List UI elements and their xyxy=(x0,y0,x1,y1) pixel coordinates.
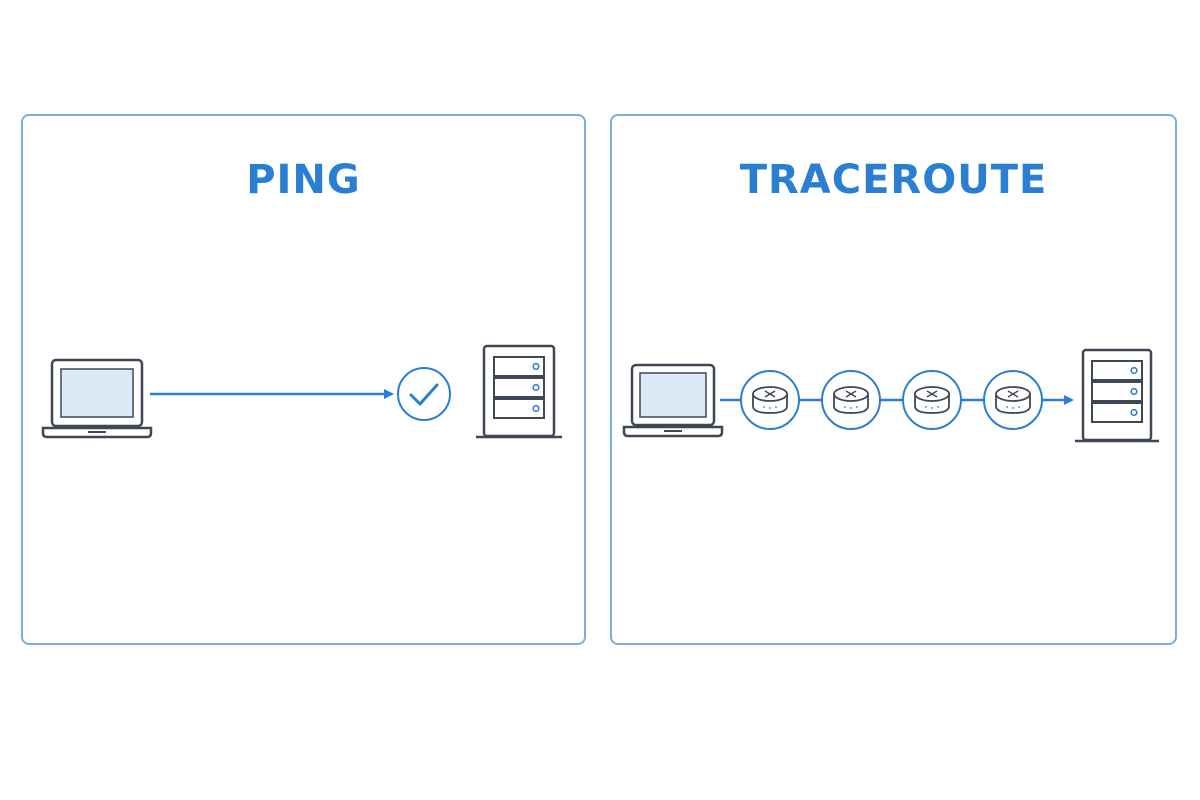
traceroute-title: TRACEROUTE xyxy=(739,157,1048,203)
ping-title: PING xyxy=(246,157,361,203)
